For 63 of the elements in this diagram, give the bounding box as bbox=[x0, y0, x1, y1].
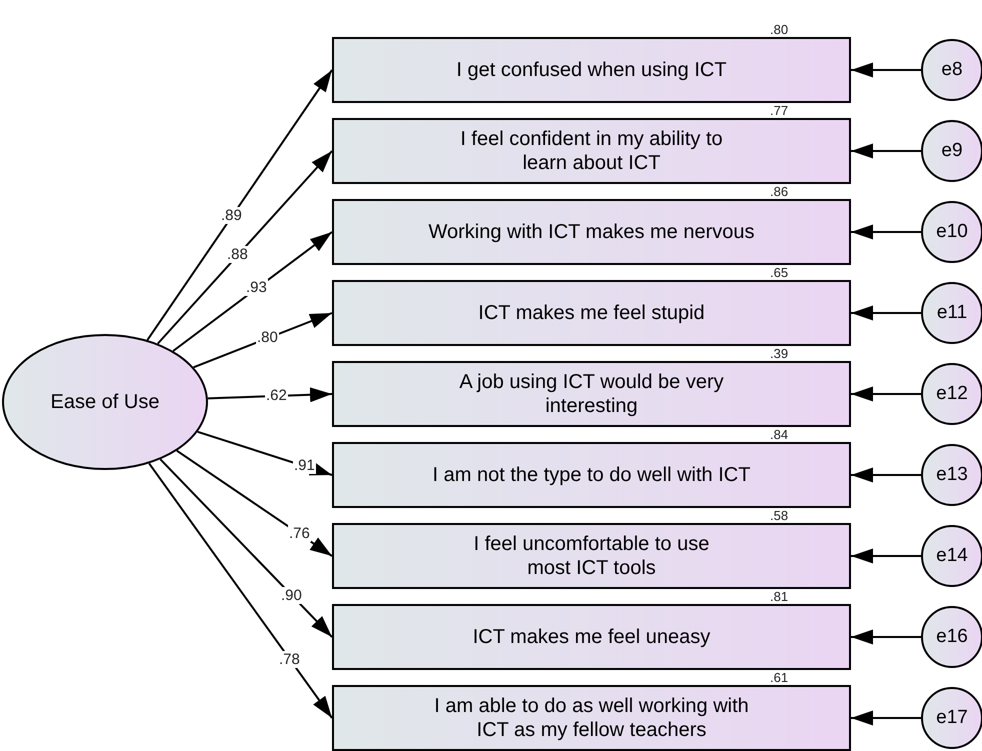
indicator-box bbox=[332, 361, 851, 427]
edge-label: .80 bbox=[256, 329, 279, 346]
arrow bbox=[160, 458, 333, 638]
r-squared-value: .58 bbox=[770, 508, 788, 523]
indicator-box bbox=[332, 199, 851, 265]
node-label: ICT makes me feel uneasy bbox=[472, 625, 710, 649]
arrow bbox=[851, 548, 921, 564]
node-label: Ease of Use bbox=[50, 390, 160, 415]
node-label: e16 bbox=[936, 624, 968, 649]
indicator-box bbox=[332, 37, 851, 103]
node-label: Working with ICT makes me nervous bbox=[428, 220, 755, 244]
node-label: I feel confident in my ability to learn about ICT bbox=[459, 127, 724, 175]
edge-label: .91 bbox=[293, 457, 316, 474]
arrow bbox=[851, 224, 921, 240]
arrow bbox=[148, 462, 333, 719]
indicator-box bbox=[332, 604, 851, 670]
indicator-box bbox=[332, 523, 851, 589]
node-label: e9 bbox=[941, 138, 963, 163]
node-label: e13 bbox=[936, 462, 968, 487]
edge-label: .90 bbox=[280, 586, 303, 604]
indicator-box bbox=[332, 118, 851, 184]
arrow bbox=[851, 62, 921, 78]
node-label: I am able to do as well working with ICT as my fellow teachers bbox=[433, 694, 750, 742]
arrow bbox=[208, 387, 332, 402]
arrow bbox=[851, 468, 921, 482]
node-label: I feel uncomfortable to use most ICT tools bbox=[472, 532, 710, 580]
r-squared-value: .61 bbox=[770, 670, 788, 685]
arrow bbox=[146, 69, 333, 341]
edge-label: .88 bbox=[226, 246, 249, 263]
indicator-box bbox=[332, 280, 851, 346]
arrow bbox=[176, 450, 333, 557]
edge-label: .78 bbox=[278, 650, 301, 668]
indicator-box bbox=[332, 442, 851, 508]
arrow bbox=[851, 306, 921, 320]
edge-label: .93 bbox=[245, 279, 268, 296]
r-squared-value: .39 bbox=[770, 346, 788, 361]
arrow bbox=[851, 386, 921, 402]
r-squared-value: .65 bbox=[770, 265, 788, 280]
r-squared-value: .80 bbox=[770, 22, 788, 37]
node-label: e17 bbox=[936, 706, 968, 730]
arrow bbox=[851, 710, 921, 726]
node-label: e8 bbox=[941, 58, 963, 82]
arrow bbox=[851, 144, 921, 158]
node-label: e12 bbox=[936, 382, 968, 406]
node-label: I get confused when using ICT bbox=[456, 58, 727, 82]
edge-label: .89 bbox=[220, 207, 243, 224]
node-label: e11 bbox=[936, 300, 968, 325]
arrow bbox=[172, 231, 333, 352]
r-squared-value: .84 bbox=[770, 427, 788, 442]
arrow bbox=[157, 150, 333, 344]
node-label: I am not the type to do well with ICT bbox=[432, 463, 750, 487]
node-label: e10 bbox=[936, 220, 968, 244]
arrow bbox=[851, 630, 921, 644]
edge-label: .76 bbox=[288, 525, 311, 542]
indicator-box bbox=[332, 685, 851, 751]
node-label: A job using ICT would be very interesting bbox=[458, 370, 725, 418]
r-squared-value: .77 bbox=[770, 103, 788, 118]
r-squared-value: .81 bbox=[770, 589, 788, 604]
arrow bbox=[197, 430, 332, 478]
node-label: e14 bbox=[936, 544, 968, 568]
node-label: ICT makes me feel stupid bbox=[478, 301, 705, 325]
r-squared-value: .86 bbox=[770, 184, 788, 199]
arrow bbox=[193, 312, 332, 368]
